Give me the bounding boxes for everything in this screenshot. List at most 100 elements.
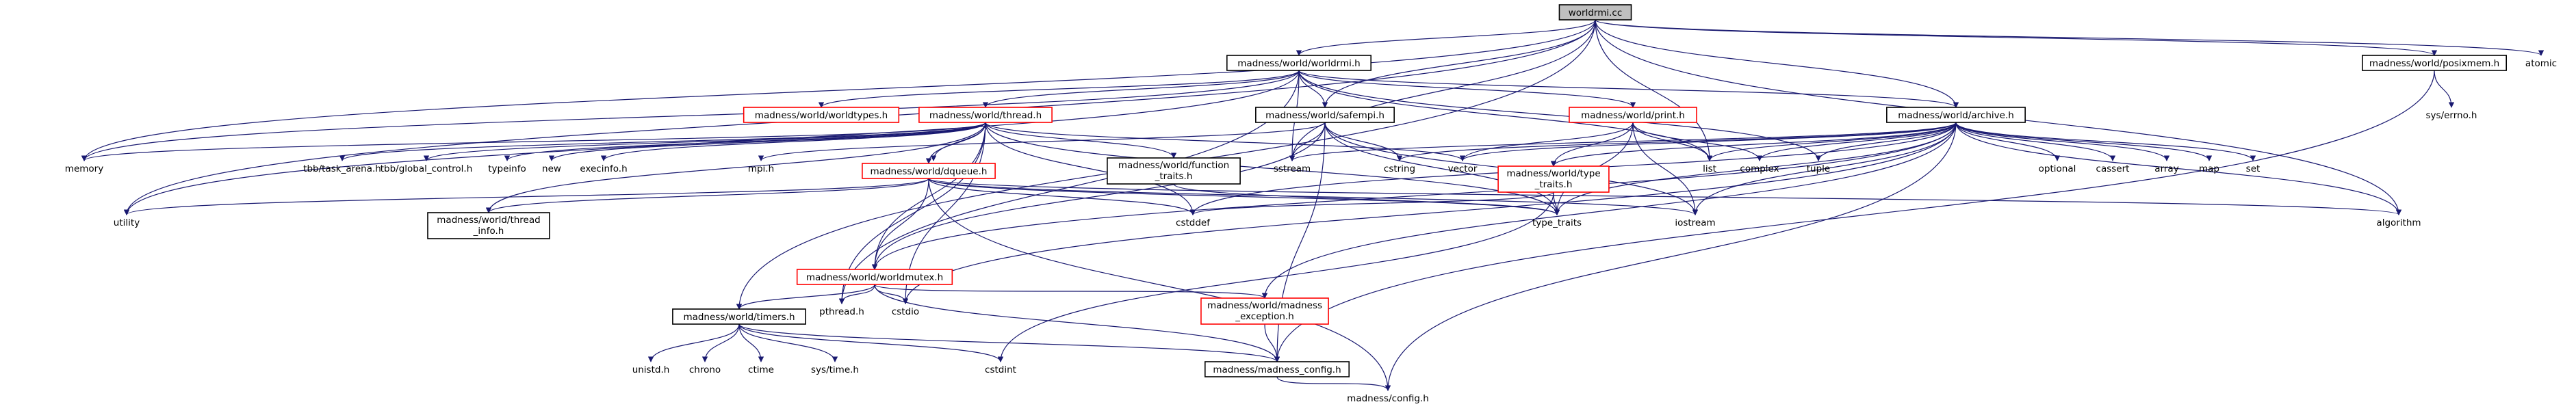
- graph-node-complex: complex: [1740, 163, 1779, 174]
- node-label: new: [542, 163, 561, 174]
- node-label: _traits.h: [1155, 171, 1193, 182]
- edge-worldrmi-h-to-safempi: [1298, 70, 1328, 108]
- node-label: madness/world/worldtypes.h: [755, 110, 888, 121]
- edge-archive-to-madness-exception: [1261, 122, 1957, 299]
- edge-worldrmi-cc-to-atomic: [1595, 19, 2544, 56]
- node-label: madness/config.h: [1347, 393, 1429, 404]
- graph-node-cassert: cassert: [2096, 163, 2130, 174]
- node-layer: worldrmi.cc madness/world/worldrmi.h madne…: [65, 4, 2557, 404]
- node-label: cassert: [2096, 163, 2130, 174]
- node-label: worldrmi.cc: [1569, 8, 1623, 18]
- edge-dqueue-to-utility: [124, 178, 929, 215]
- edge-archive-to-optional: [1955, 122, 2061, 161]
- graph-node-ctime: ctime: [748, 364, 774, 375]
- graph-node-tbb-global: tbb/global_control.h: [381, 163, 473, 174]
- edge-worldrmi-h-to-memory: [81, 70, 1300, 161]
- edge-thread-to-tbb-arena: [339, 122, 986, 161]
- node-label: madness/world/madness: [1207, 300, 1322, 311]
- node-label: list: [1703, 163, 1716, 174]
- graph-node-set: set: [2246, 163, 2261, 174]
- graph-node-worldtypes[interactable]: madness/world/worldtypes.h: [743, 107, 900, 123]
- graph-node-posixmem[interactable]: madness/world/posixmem.h: [2362, 55, 2508, 71]
- graph-node-iostream: iostream: [1675, 217, 1715, 228]
- edge-worldrmi-h-to-thread: [982, 70, 1300, 108]
- edge-type-traits-h-to-cstdint: [997, 191, 1554, 362]
- node-label: mpi.h: [748, 163, 774, 174]
- graph-node-thread-info[interactable]: madness/world/thread_info.h: [427, 212, 550, 239]
- edge-worldmutex-to-madness-exception: [874, 284, 1267, 299]
- graph-node-madness-exception[interactable]: madness/world/madness_exception.h: [1200, 297, 1329, 325]
- node-label: madness/world/worldmutex.h: [806, 272, 943, 283]
- node-label: madness/world/safempi.h: [1265, 110, 1384, 121]
- graph-node-utility: utility: [114, 217, 140, 228]
- node-label: madness/madness_config.h: [1213, 364, 1341, 375]
- edge-timers-to-systime: [738, 323, 838, 362]
- graph-node-madness-config[interactable]: madness/madness_config.h: [1205, 361, 1350, 377]
- node-label: tuple: [1807, 163, 1830, 174]
- edge-worldrmi-cc-to-safempi: [1322, 19, 1596, 108]
- edge-safempi-to-type-traits: [1324, 122, 1560, 215]
- node-label: complex: [1740, 163, 1779, 174]
- node-label: memory: [65, 163, 103, 174]
- graph-node-unistd: unistd.h: [632, 364, 670, 375]
- graph-node-tbb-arena: tbb/task_arena.h: [303, 163, 381, 174]
- graph-node-typeinfo: typeinfo: [488, 163, 526, 174]
- graph-node-worldrmi-cc[interactable]: worldrmi.cc: [1558, 4, 1632, 21]
- edge-timers-to-cstdint: [738, 323, 1004, 362]
- edge-archive-to-cassert: [1955, 122, 2116, 161]
- edge-thread-to-type-traits: [985, 122, 1560, 215]
- edge-madness-exception-to-madness-config: [1264, 323, 1280, 362]
- node-label: atomic: [2525, 58, 2557, 69]
- edge-dqueue-to-config: [928, 178, 1391, 391]
- graph-node-worldrmi-h[interactable]: madness/world/worldrmi.h: [1226, 55, 1372, 71]
- node-box: [862, 163, 996, 179]
- edge-archive-to-vector: [1459, 122, 1957, 161]
- graph-node-thread[interactable]: madness/world/thread.h: [918, 107, 1053, 123]
- edge-thread-to-worldmutex: [871, 122, 986, 270]
- edge-worldrmi-h-to-archive: [1298, 70, 1959, 108]
- node-box: [1205, 361, 1350, 377]
- node-label: ctime: [748, 364, 774, 375]
- edge-safempi-to-mpi: [758, 122, 1326, 161]
- graph-node-archive[interactable]: madness/world/archive.h: [1886, 107, 2026, 123]
- node-label: array: [2154, 163, 2178, 174]
- edge-archive-to-sstream: [1289, 122, 1957, 161]
- graph-node-vector: vector: [1448, 163, 1478, 174]
- node-label: optional: [2039, 163, 2076, 174]
- node-label: vector: [1448, 163, 1478, 174]
- graph-node-worldmutex[interactable]: madness/world/worldmutex.h: [796, 269, 953, 285]
- edge-worldrmi-cc-to-sstream: [1289, 19, 1596, 161]
- node-box: [1497, 165, 1610, 193]
- edge-thread-to-vector: [985, 122, 1466, 161]
- edge-archive-to-config: [1384, 122, 1957, 391]
- graph-node-algorithm: algorithm: [2376, 217, 2421, 228]
- edge-safempi-to-worldmutex: [871, 122, 1326, 270]
- graph-node-safempi[interactable]: madness/world/safempi.h: [1255, 107, 1395, 123]
- node-label: madness/world/worldrmi.h: [1237, 58, 1360, 69]
- node-box: [918, 107, 1053, 123]
- graph-node-dqueue[interactable]: madness/world/dqueue.h: [862, 163, 996, 179]
- graph-node-memory: memory: [65, 163, 103, 174]
- graph-node-optional: optional: [2039, 163, 2076, 174]
- node-box: [1226, 55, 1372, 71]
- node-label: _info.h: [473, 226, 504, 237]
- edge-thread-to-typeinfo: [504, 122, 986, 161]
- edge-thread-to-tbb-global: [424, 122, 986, 161]
- graph-node-type-traits-h[interactable]: madness/world/type_traits.h: [1497, 165, 1610, 193]
- graph-node-timers[interactable]: madness/world/timers.h: [672, 308, 806, 325]
- edge-worldrmi-cc-to-memory: [81, 19, 1596, 161]
- graph-node-fn-traits[interactable]: madness/world/function_traits.h: [1107, 157, 1241, 185]
- edge-posixmem-to-madness-config: [1274, 70, 2435, 362]
- node-label: madness/world/type: [1506, 168, 1600, 179]
- graph-node-cstddef: cstddef: [1176, 217, 1211, 228]
- edge-dqueue-to-worldmutex: [871, 178, 929, 270]
- node-label: utility: [114, 217, 140, 228]
- edge-worldmutex-to-timers: [736, 284, 875, 310]
- edge-dqueue-to-type-traits: [928, 178, 1560, 215]
- graph-node-print[interactable]: madness/world/print.h: [1569, 107, 1697, 123]
- node-label: madness/world/thread: [437, 215, 540, 226]
- node-label: madness/world/posixmem.h: [2369, 58, 2499, 69]
- graph-node-list: list: [1703, 163, 1716, 174]
- graph-node-mpi: mpi.h: [748, 163, 774, 174]
- graph-node-chrono: chrono: [689, 364, 721, 375]
